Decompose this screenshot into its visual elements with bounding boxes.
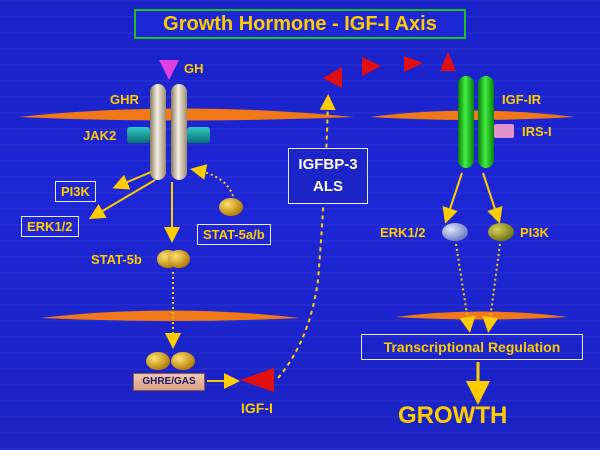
label-gh: GH: [184, 61, 204, 76]
stat5ab-protein-icon: [219, 198, 243, 216]
gh-triangle-icon: [159, 60, 179, 80]
igf1-triangle-icon: [240, 368, 274, 392]
arrow-erk-transcription: [455, 243, 476, 333]
jak2-right-icon: [187, 127, 210, 143]
arrow-ghr-erk: [88, 179, 156, 220]
igfbp3-als-box: IGFBP-3 ALS: [288, 148, 368, 204]
arrow-ghr-pi3k: [112, 171, 152, 190]
stat5b-dimer-icon: [157, 250, 190, 268]
label-als: ALS: [313, 178, 343, 195]
label-stat5b: STAT-5b: [91, 252, 142, 267]
arrow-igf1-circulation: [277, 94, 336, 379]
irs1-icon: [494, 124, 514, 138]
stat5b-dna-dimer-icon: [146, 352, 195, 370]
arrow-stat5ab-ghr: [190, 164, 234, 197]
label-growth: GROWTH: [398, 402, 508, 429]
label-igf1: IGF-I: [241, 400, 273, 416]
label-stat5ab: STAT-5a/b: [197, 224, 271, 245]
igf1r-receptor-icon: [458, 76, 494, 168]
label-igfbp3: IGFBP-3: [298, 156, 358, 173]
label-erk-right: ERK1/2: [380, 225, 426, 240]
ghr-receptor-icon: [150, 84, 187, 180]
nuclear-membrane-left: [40, 310, 300, 321]
igf-triangle-icon: [404, 56, 423, 72]
label-irs1: IRS-I: [522, 124, 552, 139]
label-pi3k-right: PI3K: [520, 225, 549, 240]
arrow-pi3k-transcription: [482, 243, 501, 333]
label-jak2: JAK2: [83, 128, 117, 143]
erk-protein-icon: [442, 223, 468, 241]
igf-triangle-icon: [362, 57, 381, 76]
nuclear-membrane-right: [395, 311, 568, 320]
pi3k-protein-icon: [488, 223, 514, 241]
arrow-igf1r-pi3k: [482, 172, 503, 224]
jak2-left-icon: [127, 127, 150, 143]
label-transcriptional-regulation: Transcriptional Regulation: [361, 334, 583, 360]
arrow-igf1r-erk: [442, 172, 463, 224]
label-pi3k-left: PI3K: [55, 181, 96, 202]
igf-triangle-icon: [440, 52, 456, 71]
igf-triangle-icon: [323, 67, 342, 88]
label-ghr: GHR: [110, 92, 139, 107]
diagram-title: Growth Hormone - IGF-I Axis: [134, 9, 466, 39]
label-ghre-gas: GHRE/GAS: [133, 373, 205, 391]
label-igf1r: IGF-IR: [502, 92, 541, 107]
label-erk-left: ERK1/2: [21, 216, 79, 237]
